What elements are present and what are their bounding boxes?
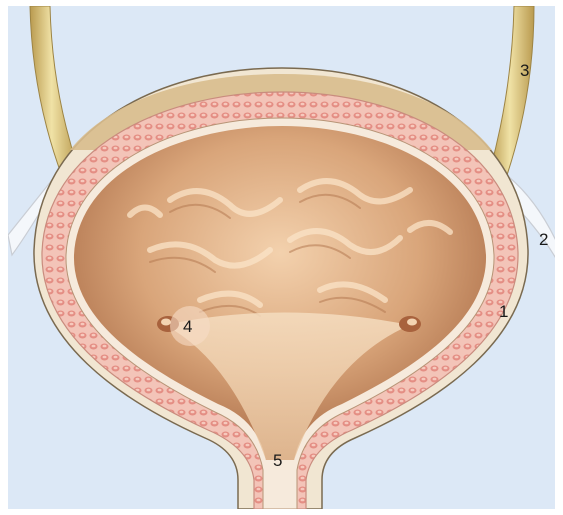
ureteral-orifice-right xyxy=(399,316,421,332)
label-2: 2 xyxy=(539,231,548,248)
label-3: 3 xyxy=(520,62,529,79)
label-5: 5 xyxy=(273,452,282,469)
label-4: 4 xyxy=(183,318,192,335)
label-1: 1 xyxy=(499,303,508,320)
